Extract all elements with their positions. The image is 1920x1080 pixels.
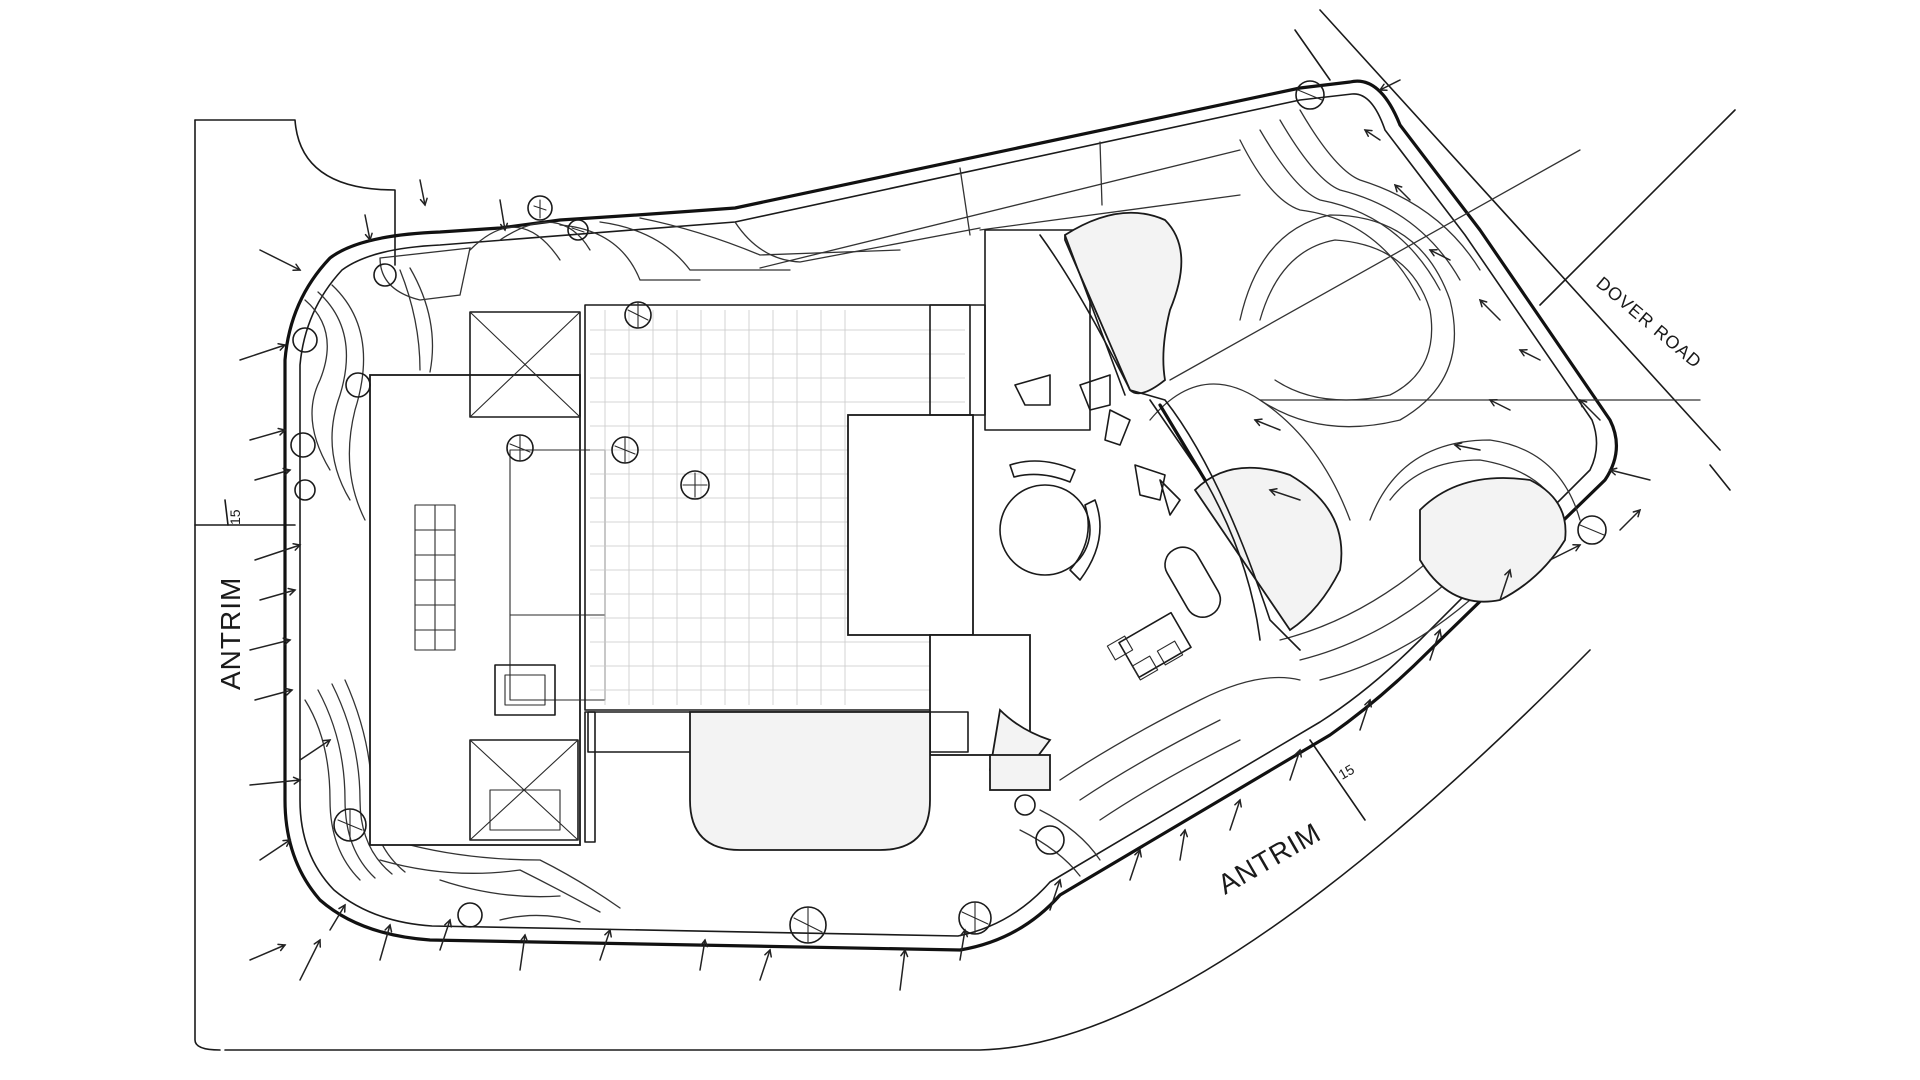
- street-label-antrim-west: ANTRIM: [215, 577, 246, 690]
- drainage-arrow: [329, 903, 346, 931]
- drainage-arrow: [1049, 878, 1062, 911]
- drainage-arrow: [899, 948, 909, 991]
- drainage-arrow: [254, 543, 302, 561]
- drainage-arrow: [1289, 748, 1302, 781]
- drainage-arrows: [239, 79, 1651, 991]
- drainage-arrow: [299, 938, 322, 981]
- drainage-arrow: [759, 948, 772, 981]
- tree-symbol: [333, 808, 367, 842]
- pavilion-details: [999, 234, 1301, 681]
- drainage-arrow: [959, 928, 969, 961]
- tree-symbol: [457, 902, 483, 928]
- tree-symbol: [290, 432, 316, 458]
- tree-symbol: [611, 436, 639, 464]
- tree-symbol: [294, 479, 316, 501]
- pool: [689, 711, 931, 851]
- drainage-arrow: [249, 427, 287, 441]
- drainage-arrow: [439, 918, 452, 951]
- trees: [290, 80, 1607, 944]
- drainage-arrow: [1488, 398, 1511, 411]
- tree-symbol: [527, 195, 553, 221]
- planting-beds: [988, 211, 1567, 791]
- tree-symbol: [292, 327, 318, 353]
- drainage-arrow: [1428, 248, 1451, 261]
- drainage-arrow: [1253, 418, 1281, 431]
- drainage-arrow: [499, 199, 509, 232]
- drainage-arrow: [249, 943, 287, 961]
- marker-label-south: 15: [1336, 761, 1358, 783]
- tree-symbol: [789, 906, 827, 944]
- tree-symbol: [624, 301, 652, 329]
- drainage-arrow: [1393, 183, 1411, 201]
- property-boundary: [283, 79, 1619, 952]
- street-label-dover-road: DOVER ROAD: [1592, 273, 1705, 373]
- tree-symbol: [506, 434, 534, 462]
- tree-symbol: [1014, 794, 1036, 816]
- drainage-arrow: [249, 637, 292, 651]
- drainage-arrow: [1429, 628, 1442, 661]
- drainage-arrow: [249, 776, 302, 786]
- drainage-arrow: [1268, 488, 1301, 501]
- tree-symbol: [345, 372, 371, 398]
- contour-lines: [304, 109, 1701, 923]
- drainage-arrow: [419, 179, 428, 207]
- tree-symbol: [958, 901, 992, 935]
- tree-symbol: [373, 263, 397, 287]
- drainage-arrow: [1363, 129, 1381, 141]
- drainage-arrow: [254, 687, 294, 701]
- drainage-arrow: [1499, 568, 1512, 601]
- street-curbs: [194, 9, 1736, 1051]
- drainage-arrow: [599, 928, 612, 961]
- drainage-arrow: [364, 214, 373, 242]
- drainage-arrow: [259, 249, 302, 272]
- drainage-arrow: [239, 343, 287, 361]
- building-footprint: [369, 311, 606, 846]
- drainage-arrow: [1549, 543, 1582, 561]
- drainage-arrow: [519, 933, 529, 971]
- bench-rack: [414, 504, 456, 651]
- drainage-arrow: [1518, 348, 1541, 361]
- drainage-arrow: [259, 587, 297, 601]
- drainage-arrow: [1619, 508, 1642, 531]
- drainage-arrow: [1608, 467, 1651, 481]
- drainage-arrow: [1578, 398, 1601, 421]
- tree-symbol: [1577, 515, 1607, 545]
- tree-symbol: [1035, 825, 1065, 855]
- drainage-arrow: [1129, 848, 1142, 881]
- drainage-arrow: [1478, 298, 1501, 321]
- drainage-arrow: [1359, 698, 1372, 731]
- drainage-arrow: [254, 467, 292, 481]
- tree-symbol: [567, 219, 589, 241]
- marker-label-west: 15: [227, 509, 243, 525]
- drainage-arrow: [1179, 828, 1189, 861]
- drainage-arrow: [1378, 79, 1401, 92]
- drainage-arrow: [259, 839, 292, 861]
- drainage-arrow: [299, 739, 332, 761]
- drainage-arrow: [379, 923, 393, 961]
- drainage-arrow: [1229, 798, 1242, 831]
- drainage-arrow: [699, 938, 709, 971]
- tree-symbol: [1295, 80, 1325, 110]
- drainage-arrow: [1453, 442, 1481, 451]
